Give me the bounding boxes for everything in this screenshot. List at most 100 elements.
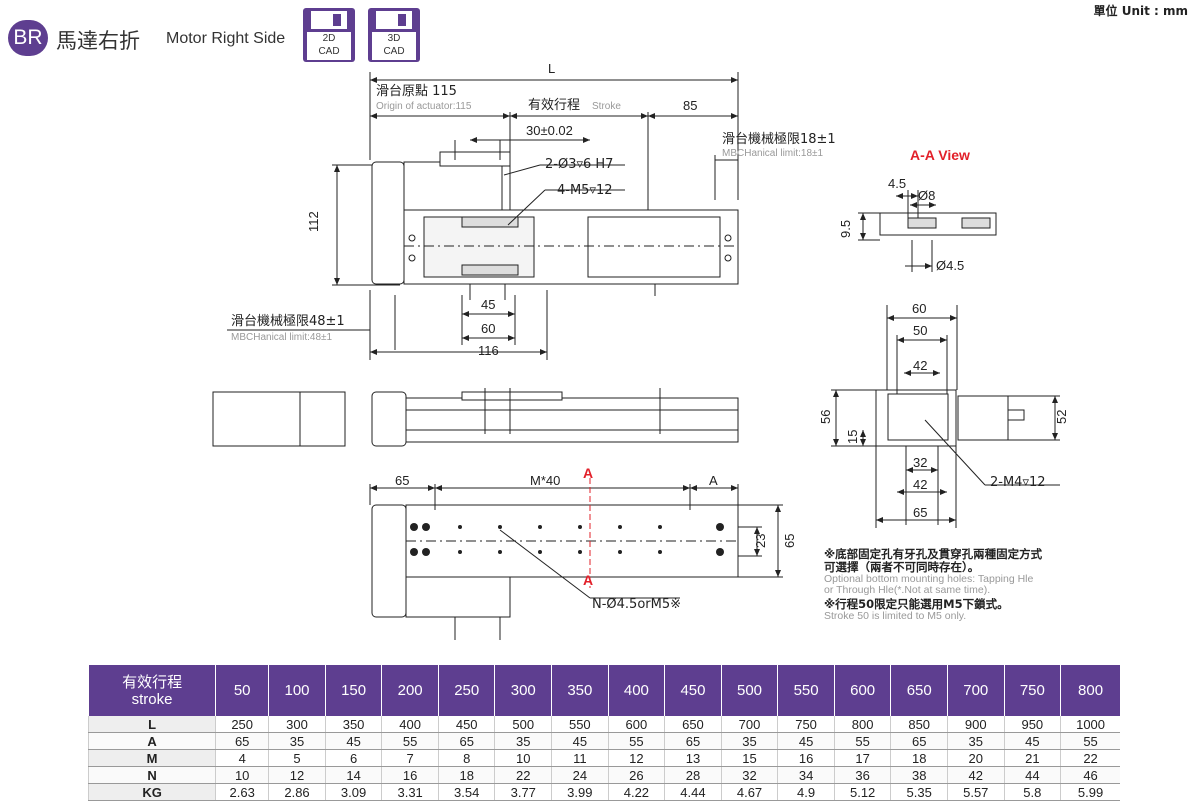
table-cell: 18: [437, 766, 495, 784]
stroke-col: 100: [268, 665, 326, 716]
table-cell: 35: [494, 732, 552, 750]
dim-116: 116: [478, 343, 499, 358]
table-cell: 250: [215, 716, 269, 733]
table-cell: 8: [437, 749, 495, 767]
stroke-col: 550: [777, 665, 835, 716]
table-cell: 13: [664, 749, 722, 767]
table-cell: 5.35: [890, 783, 948, 801]
bottom-dim-65: 65: [395, 473, 409, 488]
table-cell: 45: [1003, 732, 1061, 750]
table-cell: 600: [607, 716, 665, 733]
table-cell: 36: [833, 766, 891, 784]
table-cell: 16: [381, 766, 439, 784]
table-cell: 42: [946, 766, 1005, 784]
stroke-col: 250: [437, 665, 495, 716]
aa-view-title: A-A View: [910, 147, 970, 163]
table-cell: 46: [1060, 766, 1120, 784]
title-en: Motor Right Side: [166, 30, 286, 47]
table-cell: 3.31: [381, 783, 439, 801]
table-cell: 35: [268, 732, 326, 750]
table-cell: 18: [890, 749, 948, 767]
table-cell: 12: [268, 766, 326, 784]
table-cell: 12: [607, 749, 665, 767]
end-dim-32: 32: [913, 455, 927, 470]
cad-3d-download-button[interactable]: 3D CAD: [368, 8, 420, 62]
table-cell: 700: [720, 716, 778, 733]
notes: ※底部固定孔有牙孔及貫穿孔兩種固定方式可選擇（兩者不可同時存在）。 Option…: [824, 548, 1044, 624]
end-dim-60: 60: [912, 301, 926, 316]
limit-48-en: MBCHanical limit:48±1: [231, 332, 333, 343]
dim-o8: Ø8: [918, 188, 935, 203]
origin-label-en: Origin of actuator:115: [376, 101, 472, 112]
stroke-col: 750: [1003, 665, 1061, 716]
end-dim-56: 56: [818, 410, 833, 424]
table-cell: 22: [1060, 749, 1120, 767]
table-cell: 300: [268, 716, 326, 733]
table-cell: 14: [324, 766, 382, 784]
table-cell: 24: [551, 766, 609, 784]
table-cell: 6: [324, 749, 382, 767]
table-cell: 10: [215, 766, 269, 784]
stroke-header: 有效行程 stroke: [87, 665, 216, 716]
row-label: A: [87, 732, 216, 750]
table-cell: 10: [494, 749, 552, 767]
dim-85: 85: [683, 98, 697, 113]
table-cell: 55: [607, 732, 665, 750]
table-cell: 3.54: [437, 783, 495, 801]
cad-3d-label-bottom: CAD: [383, 46, 405, 57]
table-cell: 28: [664, 766, 722, 784]
origin-label-cn: 滑台原點 115: [376, 84, 457, 99]
table-cell: 750: [777, 716, 835, 733]
model-badge: BR: [8, 20, 48, 56]
end-dim-42: 42: [913, 358, 927, 373]
table-cell: 2.63: [215, 783, 269, 801]
table-cell: 35: [946, 732, 1005, 750]
end-dim-50: 50: [913, 323, 927, 338]
stroke-col: 500: [720, 665, 778, 716]
unit-label: 單位 Unit : mm: [1093, 4, 1188, 18]
end-dim-65: 65: [913, 505, 927, 520]
table-cell: 3.09: [324, 783, 382, 801]
note-1-cn: ※底部固定孔有牙孔及貫穿孔兩種固定方式可選擇（兩者不可同時存在）。: [824, 547, 1043, 574]
table-cell: 900: [946, 716, 1005, 733]
bottom-dim-65v: 65: [782, 534, 797, 548]
stroke-col: 600: [833, 665, 891, 716]
table-cell: 32: [720, 766, 778, 784]
stroke-header-cn: 有效行程: [122, 673, 183, 691]
table-cell: 500: [494, 716, 552, 733]
cad-2d-download-button[interactable]: 2D CAD: [303, 8, 355, 62]
stroke-col: 800: [1060, 665, 1120, 716]
row-label: N: [87, 766, 216, 784]
table-cell: 38: [890, 766, 948, 784]
table-cell: 26: [607, 766, 665, 784]
table-cell: 16: [777, 749, 835, 767]
row-label: KG: [87, 783, 216, 801]
table-cell: 4.67: [720, 783, 778, 801]
table-cell: 11: [551, 749, 609, 767]
table-cell: 550: [551, 716, 609, 733]
row-label: L: [87, 716, 216, 733]
table-cell: 350: [324, 716, 382, 733]
table-cell: 1000: [1060, 716, 1120, 733]
end-dim-15: 15: [845, 430, 860, 444]
table-cell: 4.22: [607, 783, 665, 801]
table-cell: 4.9: [777, 783, 835, 801]
end-view: [831, 305, 1060, 528]
limit-18-cn: 滑台機械極限18±1: [722, 131, 836, 147]
dim-45: 45: [481, 297, 495, 312]
table-cell: 35: [720, 732, 778, 750]
note-2-en: Stroke 50 is limited to M5 only.: [824, 610, 967, 622]
hole-m5-label: 4-M5▿12: [557, 183, 613, 198]
mounting-holes: [410, 523, 724, 556]
spec-table: 有效行程 stroke 50 100 150 200 250 300 350 4…: [87, 665, 1120, 801]
table-cell: 65: [437, 732, 495, 750]
table-cell: 5: [268, 749, 326, 767]
floppy-disk-icon: [376, 11, 412, 29]
n-hole-label: N-Ø4.5orM5※: [592, 597, 681, 612]
table-cell: 950: [1003, 716, 1061, 733]
note-1-en: Optional bottom mounting holes: Tapping …: [824, 573, 1034, 596]
